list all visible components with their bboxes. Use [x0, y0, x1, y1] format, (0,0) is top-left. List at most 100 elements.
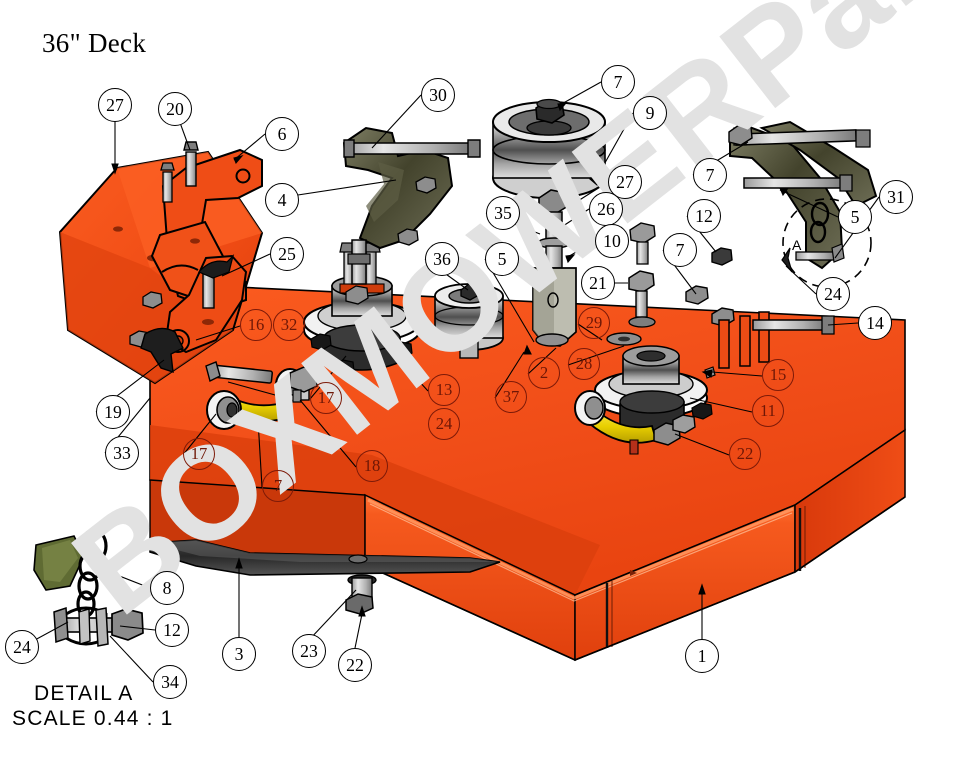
balloon-callout-16[interactable]: 16: [240, 309, 272, 341]
balloon-label: 25: [278, 243, 296, 264]
balloon-label: 2: [539, 363, 549, 382]
balloon-label: 29: [585, 313, 603, 332]
balloon-label: 27: [616, 171, 634, 192]
balloon-label: 20: [166, 98, 184, 119]
balloon-label: 7: [675, 239, 685, 260]
balloon-callout-28[interactable]: 28: [568, 348, 600, 380]
balloon-callout-29[interactable]: 29: [578, 307, 610, 339]
balloon-label: 7: [273, 476, 283, 495]
balloon-callout-30[interactable]: 30: [421, 78, 455, 112]
balloon-callout-2[interactable]: 2: [528, 357, 560, 389]
balloon-callout-24[interactable]: 24: [5, 630, 39, 664]
balloon-callout-37[interactable]: 37: [495, 381, 527, 413]
balloon-callout-22[interactable]: 22: [338, 648, 372, 682]
idler-pulley-36: [434, 283, 504, 359]
balloon-label: 35: [494, 202, 512, 223]
detail-a-label: DETAIL A: [34, 682, 134, 705]
balloon-label: 24: [435, 414, 453, 433]
balloon-callout-5[interactable]: 5: [485, 242, 519, 276]
balloon-callout-23[interactable]: 23: [292, 634, 326, 668]
balloon-callout-31[interactable]: 31: [879, 180, 913, 214]
balloon-label: 6: [277, 123, 287, 144]
balloon-callout-17[interactable]: 17: [183, 438, 215, 470]
balloon-callout-7[interactable]: 7: [601, 65, 635, 99]
deck-left-bracket: [140, 254, 248, 374]
balloon-callout-22[interactable]: 22: [729, 438, 761, 470]
balloon-callout-34[interactable]: 34: [153, 665, 187, 699]
section-marker-a-label: A: [792, 237, 802, 253]
balloon-label: 17: [317, 388, 335, 407]
balloon-callout-17[interactable]: 17: [310, 382, 342, 414]
balloon-callout-14[interactable]: 14: [858, 306, 892, 340]
balloon-callout-13[interactable]: 13: [428, 374, 460, 406]
detail-a-illustration: [33, 528, 144, 647]
balloon-callout-25[interactable]: 25: [270, 237, 304, 271]
balloon-callout-6[interactable]: 6: [265, 117, 299, 151]
balloon-label: 24: [824, 283, 842, 304]
balloon-label: 19: [104, 401, 122, 422]
balloon-label: 3: [234, 643, 244, 664]
balloon-label: 8: [162, 577, 172, 598]
balloon-label: 36: [433, 248, 451, 269]
right-lift-arm-assembly: A: [629, 120, 878, 369]
balloon-callout-10[interactable]: 10: [595, 224, 629, 258]
balloon-label: 22: [736, 444, 754, 463]
balloon-callout-20[interactable]: 20: [158, 92, 192, 126]
balloon-label: 1: [697, 645, 707, 666]
balloon-label: 24: [13, 636, 31, 657]
right-spindle-assembly: [574, 345, 716, 455]
balloon-callout-33[interactable]: 33: [105, 436, 139, 470]
balloon-callout-15[interactable]: 15: [762, 359, 794, 391]
balloon-callout-21[interactable]: 21: [581, 266, 615, 300]
spindle-shaft-stack: [532, 189, 656, 347]
balloon-label: 9: [645, 102, 655, 123]
balloon-callout-9[interactable]: 9: [633, 96, 667, 130]
balloon-label: 16: [247, 315, 265, 334]
balloon-label: 12: [163, 619, 181, 640]
left-lift-bracket: [113, 141, 263, 348]
balloon-label: 13: [435, 380, 453, 399]
balloon-callout-7[interactable]: 7: [663, 233, 697, 267]
balloon-label: 18: [363, 456, 381, 475]
balloon-callout-8[interactable]: 8: [150, 571, 184, 605]
balloon-label: 28: [575, 354, 593, 373]
balloon-label: 11: [759, 401, 776, 420]
balloon-callout-24[interactable]: 24: [428, 408, 460, 440]
balloon-label: 15: [769, 365, 787, 384]
balloon-callout-35[interactable]: 35: [486, 196, 520, 230]
balloon-label: 17: [190, 444, 208, 463]
balloon-callout-36[interactable]: 36: [425, 242, 459, 276]
balloon-callout-1[interactable]: 1: [685, 639, 719, 673]
balloon-callout-24[interactable]: 24: [816, 277, 850, 311]
balloon-callout-12[interactable]: 12: [687, 199, 721, 233]
balloon-callout-3[interactable]: 3: [222, 637, 256, 671]
balloon-label: 5: [497, 248, 507, 269]
page-title: 36" Deck: [42, 28, 147, 58]
balloon-label: 31: [887, 186, 905, 207]
balloon-callout-18[interactable]: 18: [356, 450, 388, 482]
balloon-label: 34: [161, 671, 179, 692]
mower-deck-shell: [149, 286, 906, 662]
balloon-label: 4: [277, 189, 287, 210]
balloon-callout-7[interactable]: 7: [262, 470, 294, 502]
bolt-hardware: [160, 141, 199, 203]
balloon-callout-7[interactable]: 7: [693, 158, 727, 192]
balloon-callout-4[interactable]: 4: [265, 183, 299, 217]
balloon-label: 7: [613, 71, 623, 92]
balloon-label: 27: [106, 94, 124, 115]
balloon-callout-26[interactable]: 26: [589, 192, 623, 226]
balloon-label: 30: [429, 84, 447, 105]
balloon-callout-11[interactable]: 11: [752, 395, 784, 427]
balloon-callout-32[interactable]: 32: [273, 309, 305, 341]
balloon-callout-27[interactable]: 27: [98, 88, 132, 122]
balloon-callout-12[interactable]: 12: [155, 613, 189, 647]
balloon-label: 10: [603, 230, 621, 251]
balloon-label: 14: [866, 312, 884, 333]
balloon-callout-5[interactable]: 5: [838, 200, 872, 234]
balloon-label: 7: [705, 164, 715, 185]
balloon-callout-19[interactable]: 19: [96, 395, 130, 429]
balloon-label: 32: [280, 315, 298, 334]
center-lift-arm-assembly: [342, 126, 481, 305]
detail-a-scale: SCALE 0.44 : 1: [12, 707, 174, 730]
